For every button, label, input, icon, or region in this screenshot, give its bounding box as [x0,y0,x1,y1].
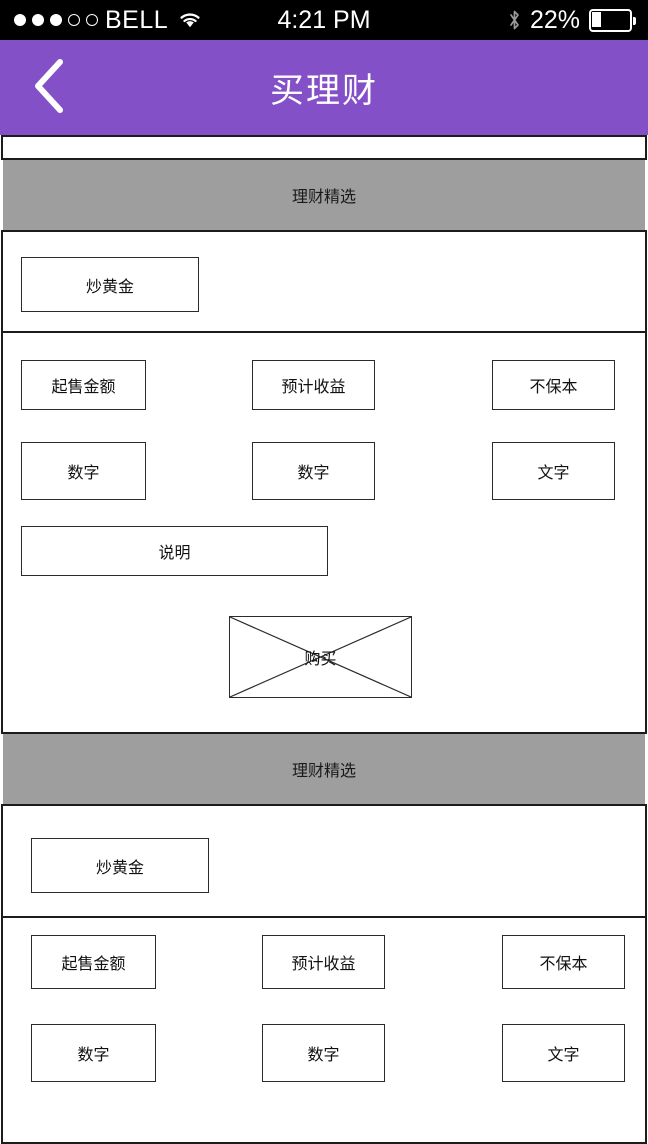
battery-icon [589,8,636,32]
battery-shell [589,8,632,32]
section-header-band-2: 理财精选 [3,734,645,804]
signal-strength-dots [14,14,98,26]
divider-section2-product [1,916,647,918]
signal-dot-4 [68,14,80,26]
bluetooth-icon [508,9,521,31]
column-value-1-1: 数字 [21,442,146,500]
section2-detail-block [1,918,647,1144]
clock-label: 4:21 PM [277,5,371,34]
column-label-1-2: 预计收益 [252,360,375,410]
carrier-label: BELL [105,5,169,34]
battery-nub [633,16,636,25]
section-header-band-1: 理财精选 [3,160,645,230]
signal-dot-5 [86,14,98,26]
signal-dot-1 [14,14,26,26]
status-bar: BELL 4:21 PM 22% [0,0,648,40]
navigation-bar: 买理财 [0,40,648,135]
placeholder-cross-icon [230,617,411,697]
back-button[interactable] [14,40,84,135]
column-label-1-1: 起售金额 [21,360,146,410]
content-area: 理财精选 炒黄金 起售金额 预计收益 不保本 数字 数字 文字 说明 购买 理财… [0,135,648,1144]
column-label-2-1: 起售金额 [31,935,156,989]
divider-section1-band-top [1,158,647,160]
signal-dot-3 [50,14,62,26]
product-name-box-1[interactable]: 炒黄金 [21,257,199,312]
column-value-1-2: 数字 [252,442,375,500]
column-label-2-2: 预计收益 [262,935,385,989]
column-label-2-3: 不保本 [502,935,625,989]
section1-product-row [1,232,647,331]
status-bar-center: 4:21 PM [0,6,648,35]
divider-top [1,135,647,137]
section1-detail-block [1,333,647,732]
divider-section1-product [1,331,647,333]
status-bar-left: BELL [0,6,202,35]
description-box-1[interactable]: 说明 [21,526,328,576]
column-value-2-2: 数字 [262,1024,385,1082]
divider-section1-band-bottom [1,230,647,232]
divider-section2-band-bottom [1,804,647,806]
column-value-2-1: 数字 [31,1024,156,1082]
buy-button-1[interactable]: 购买 [229,616,412,698]
column-value-1-3: 文字 [492,442,615,500]
top-strip [1,135,647,158]
buy-button-label-1: 购买 [304,649,337,668]
battery-percent-label: 22% [529,5,580,34]
status-bar-right: 22% [508,6,648,35]
column-value-2-3: 文字 [502,1024,625,1082]
chevron-left-icon [32,58,66,117]
page-title: 买理财 [270,71,378,111]
divider-section2-bottom [1,1142,647,1144]
wifi-icon [178,11,202,29]
product-name-box-2[interactable]: 炒黄金 [31,838,209,893]
signal-dot-2 [32,14,44,26]
section2-product-row [1,806,647,916]
divider-section1-bottom [1,732,647,734]
battery-fill [592,11,601,27]
column-label-1-3: 不保本 [492,360,615,410]
